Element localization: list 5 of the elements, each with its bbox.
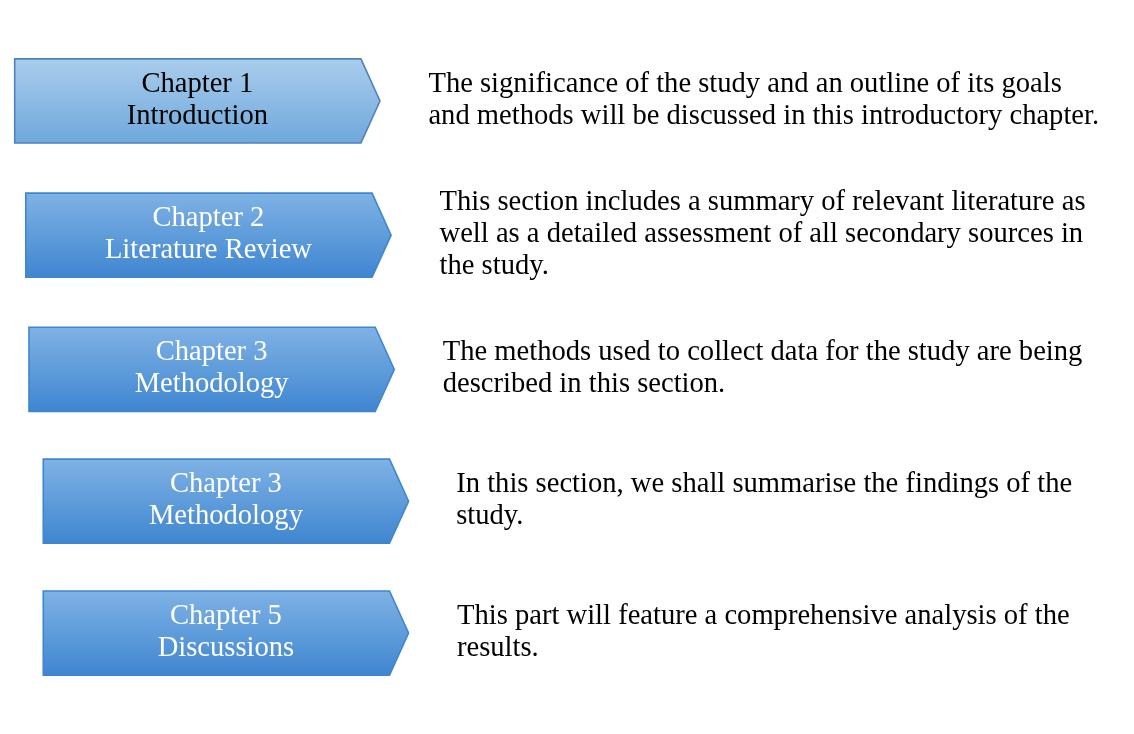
node-label: This section includes a summary of relevant literature as well as a detailed assessment of all secondary sources in the study. bbox=[439, 185, 1086, 280]
node-label: In this section, we shall summarise the findings of the study. bbox=[456, 467, 1073, 531]
node-label: The significance of the study and an outline of its goals and methods will be discussed in this introductory chapter. bbox=[428, 67, 1100, 130]
node-label: The methods used to collect data for the study are being described in this section. bbox=[442, 335, 1083, 399]
node-label: This part will feature a comprehensive analysis of the results. bbox=[457, 599, 1070, 662]
